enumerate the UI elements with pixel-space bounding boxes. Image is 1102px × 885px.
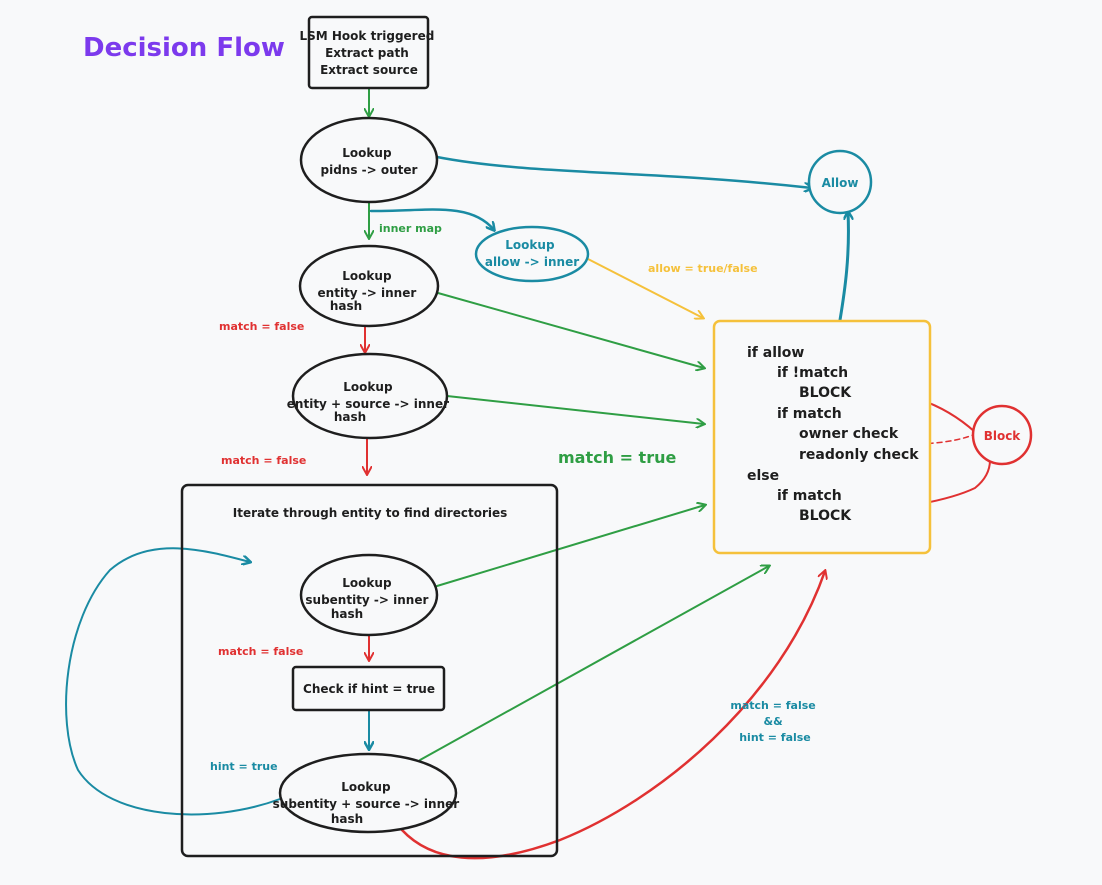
lookup-subentity-source-text: Lookup subentity + source -> inner hash — [273, 780, 464, 826]
arrow-allow-inner-to-decision — [587, 258, 703, 318]
lookup-subentity-source-node — [278, 752, 458, 834]
start-box — [307, 15, 430, 90]
arrow-loop-back — [65, 547, 281, 816]
arrow-pidns-to-allow — [435, 155, 812, 188]
iterate-container — [180, 483, 559, 858]
arrow-entity-source-to-decision — [446, 395, 704, 424]
lookup-entity-node — [298, 244, 440, 328]
decision-box — [712, 319, 932, 555]
lookup-entity-source-node — [291, 352, 449, 440]
allow-node — [807, 149, 873, 215]
label-match-false-hint-false: match = false && hint = false — [730, 699, 819, 744]
arrow-entity-to-decision — [437, 292, 704, 368]
lookup-pidns-node — [299, 116, 439, 204]
lookup-subentity-text: Lookup subentity -> inner hash — [305, 576, 432, 621]
lookup-pidns-text: Lookup pidns -> outer — [321, 146, 418, 177]
diagram-title: Decision Flow — [83, 33, 285, 63]
block-node — [971, 404, 1033, 466]
label-match-false-1: match = false — [219, 320, 304, 333]
arrow-subentity-to-decision — [436, 505, 705, 587]
label-match-false-3: match = false — [218, 645, 303, 658]
hint-check-text: Check if hint = true — [303, 682, 435, 696]
label-inner-map: inner map — [379, 222, 442, 235]
iterate-title: Iterate through entity to find directori… — [233, 506, 508, 520]
label-match-false-2: match = false — [221, 454, 306, 467]
start-text: LSM Hook triggered Extract path Extract … — [299, 29, 438, 77]
label-hint-true: hint = true — [210, 760, 278, 773]
arrow-subentity-source-to-decision — [419, 566, 769, 761]
arrow-decision-to-allow — [838, 212, 848, 322]
label-allow-true-false: allow = true/false — [648, 262, 758, 275]
connectors — [65, 88, 991, 860]
arrow-pidns-to-allow-inner — [369, 208, 494, 230]
lookup-entity-text: Lookup entity -> inner hash — [318, 269, 421, 313]
hint-check-box — [291, 665, 446, 712]
allow-text: Allow — [822, 176, 859, 190]
arrow-subentity-source-to-decision-red — [400, 571, 825, 860]
lookup-allow-inner-text: Lookup allow -> inner — [485, 238, 579, 269]
lookup-subentity-node — [299, 553, 439, 637]
lookup-allow-inner-node — [474, 225, 590, 283]
block-text: Block — [984, 429, 1022, 443]
label-match-true: match = true — [558, 448, 676, 467]
decision-code: if allow if !match BLOCK if match owner … — [747, 345, 924, 524]
lookup-entity-source-text: Lookup entity + source -> inner hash — [287, 380, 453, 424]
